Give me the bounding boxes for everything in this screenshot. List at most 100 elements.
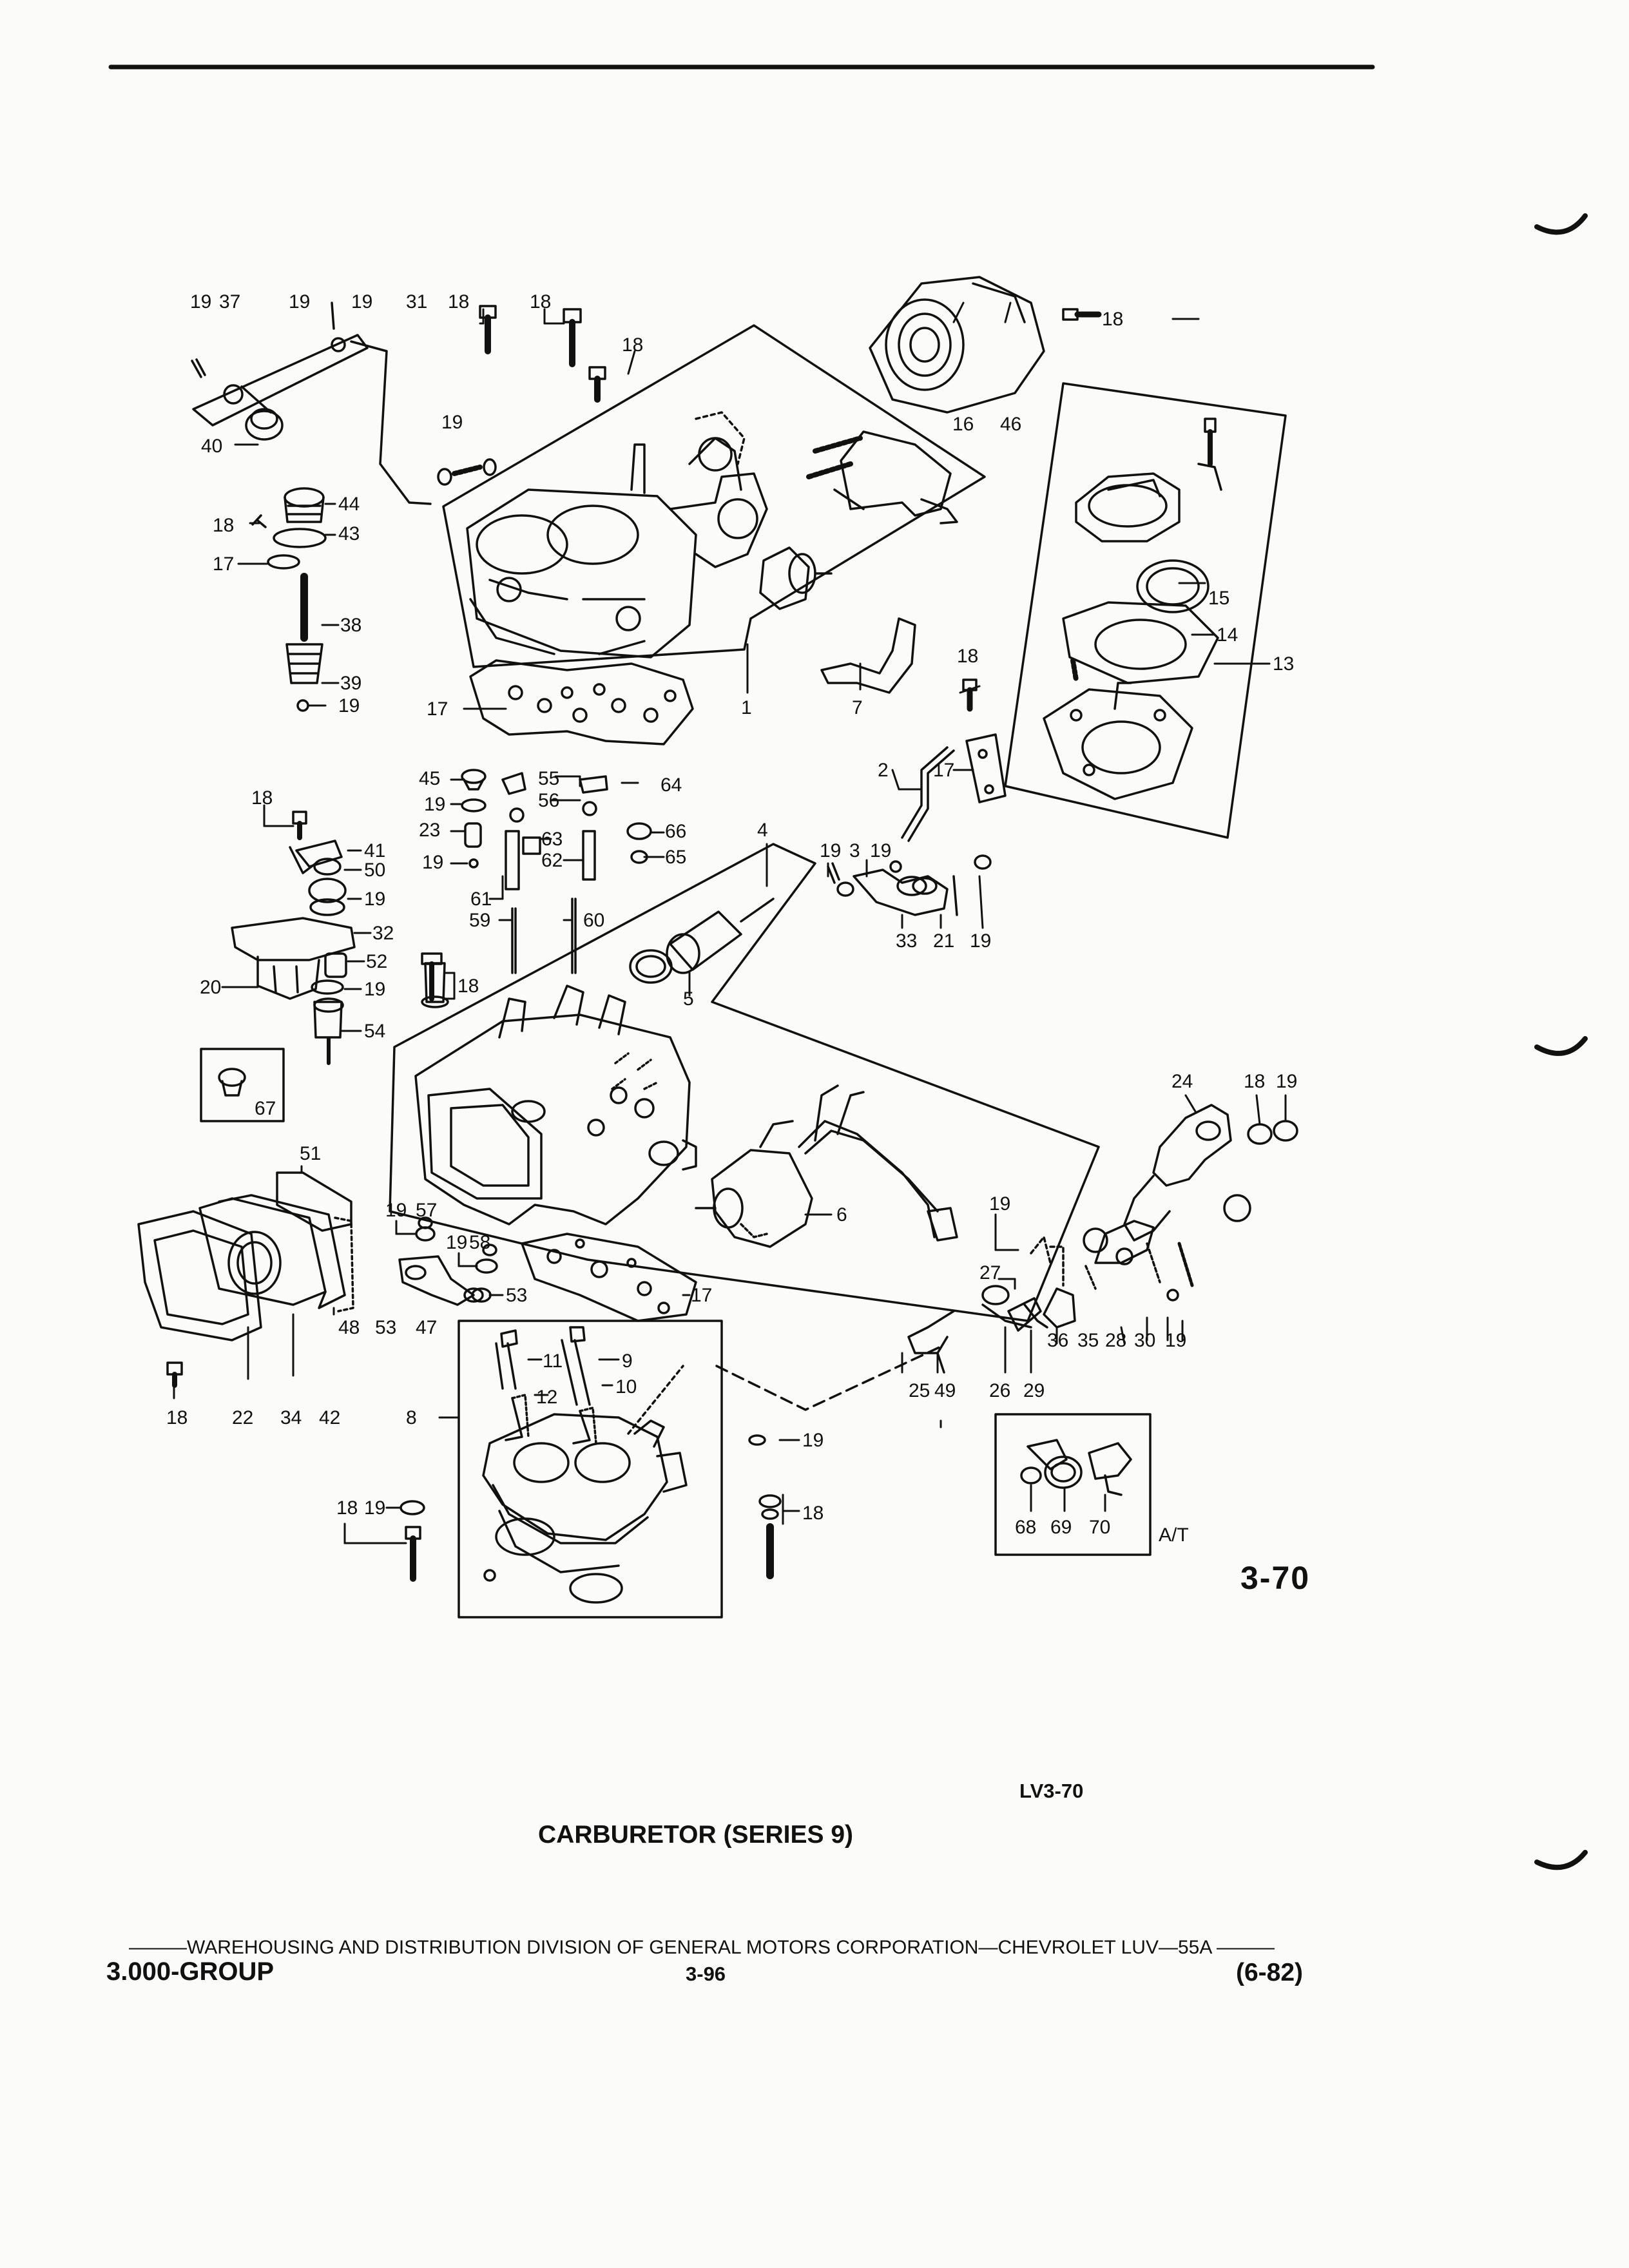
float-chamber-gasket-17 [521, 1233, 697, 1322]
callout-numbers: 19 3 7 19 19 31 18 18 18 19 40 44 18 43 1… [166, 291, 1297, 1546]
callout: 70 [1089, 1517, 1110, 1538]
callout: 19 [446, 1232, 467, 1253]
jets-and-valves [421, 769, 652, 1008]
callout: 30 [1134, 1330, 1155, 1351]
callout: 19 [190, 291, 211, 312]
callout: 68 [1015, 1517, 1036, 1538]
callout: 52 [366, 951, 387, 972]
callout: 18 [166, 1407, 188, 1428]
fuel-inlet-parts [231, 811, 356, 1065]
figure-code: LV3-70 [1019, 1780, 1084, 1802]
callout: 58 [469, 1232, 490, 1253]
part-67-inset [200, 1048, 285, 1122]
callout: 10 [615, 1376, 637, 1398]
throttle-linkage-right [907, 1104, 1298, 1374]
valve-parts-57-58 [398, 1216, 498, 1306]
at-parts-inset [994, 1413, 1152, 1556]
binding-mark [1534, 1036, 1588, 1056]
callout: 18 [957, 646, 978, 667]
callout: 32 [372, 923, 394, 944]
callout: 18 [251, 787, 273, 809]
callout: 24 [1171, 1071, 1193, 1092]
callout: 17 [691, 1285, 712, 1306]
footer-group: 3.000-GROUP [106, 1957, 275, 1986]
footer-division-line: ———WAREHOUSING AND DISTRIBUTION DIVISION… [129, 1937, 1275, 1958]
callout: 17 [427, 698, 448, 720]
callout: 18 [622, 334, 643, 356]
callout: 19 [385, 1200, 407, 1221]
callout: 47 [416, 1317, 437, 1338]
callout: 19 [1276, 1071, 1297, 1092]
callout: 34 [280, 1407, 302, 1428]
callout: 63 [541, 829, 563, 850]
callout: 43 [338, 523, 360, 544]
pump-plunger-stack [251, 487, 327, 712]
callout: 22 [232, 1407, 253, 1428]
callout: 19 [422, 852, 443, 873]
callout: 33 [896, 930, 917, 952]
callout: 69 [1050, 1517, 1072, 1538]
spring-40 [245, 408, 284, 441]
footer-division-text: WAREHOUSING AND DISTRIBUTION DIVISION OF… [187, 1937, 1211, 1958]
callout: 64 [660, 774, 682, 796]
screw-18-bottom [400, 1434, 782, 1582]
callout: 15 [1208, 588, 1229, 609]
callout: 66 [665, 821, 686, 842]
binding-mark [1534, 213, 1588, 235]
callout: 18 [213, 515, 234, 536]
callout: 62 [541, 850, 563, 871]
callout: 8 [406, 1407, 417, 1428]
throttle-body-group-outline [458, 1320, 723, 1619]
callout: 53 [375, 1317, 396, 1338]
callout: 12 [536, 1387, 557, 1408]
leader-lines [173, 302, 1287, 1544]
callout: 19 [424, 794, 445, 815]
idle-screws [500, 1326, 597, 1445]
callout: 9 [622, 1350, 633, 1372]
callout: 19 [802, 1430, 824, 1451]
callout: 46 [1000, 414, 1021, 435]
callout: 18 [336, 1497, 358, 1519]
vent-cover [806, 430, 958, 524]
page-title: CARBURETOR (SERIES 9) [538, 1821, 854, 1849]
callout: 49 [934, 1380, 956, 1401]
carburetor-top-group-outline [442, 324, 986, 668]
callout: 25 [909, 1380, 930, 1401]
rod-31 [350, 340, 432, 505]
callout: 19 [364, 889, 385, 910]
float-chamber-body [414, 985, 697, 1225]
callout: 19 [289, 291, 310, 312]
callout: 18 [448, 291, 469, 312]
callout: 36 [1047, 1330, 1068, 1351]
callout: 3 [849, 840, 860, 861]
callout: 2 [878, 760, 889, 781]
callout: 19 [364, 979, 385, 1000]
callout: 44 [338, 494, 360, 515]
footer-date-code: (6-82) [1236, 1959, 1304, 1986]
callout: 23 [419, 820, 440, 841]
callout: 18 [802, 1503, 824, 1524]
callout: 39 [340, 673, 361, 694]
callout: 7 [852, 697, 863, 718]
callout: 6 [836, 1204, 847, 1225]
callout: 14 [1217, 624, 1238, 646]
washer-19-cluster [437, 458, 497, 486]
callout: 20 [200, 977, 221, 998]
needle-valve-assembly [629, 898, 775, 984]
callout: 54 [364, 1021, 385, 1042]
callout: 67 [255, 1098, 276, 1119]
callout: 18 [458, 975, 479, 997]
callout: 19 [870, 840, 891, 861]
gasket-17-upper [469, 659, 694, 745]
callout: 17 [213, 553, 234, 575]
callout: 16 [952, 414, 974, 435]
callout: 19 [338, 695, 360, 716]
upper-carburetor-body [466, 411, 833, 658]
callout: 40 [201, 436, 222, 457]
cotter-pins [191, 302, 335, 378]
callout: 17 [933, 760, 954, 781]
callout: 35 [1077, 1330, 1099, 1351]
callout: 19 [351, 291, 372, 312]
callout: 13 [1273, 653, 1294, 675]
callout: 31 [406, 291, 427, 312]
